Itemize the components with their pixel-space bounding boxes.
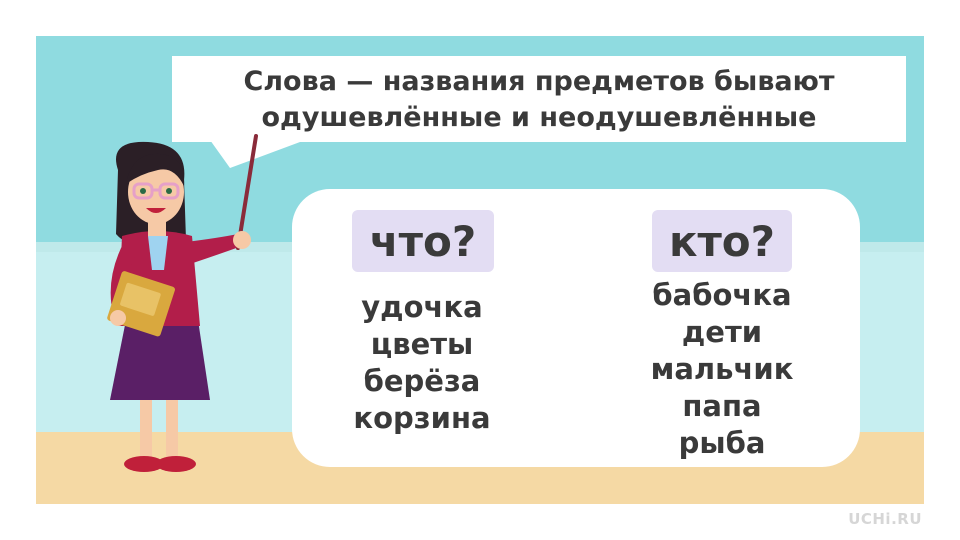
pointer-icon [236,134,258,250]
word-card: что? кто? удочка цветы берёза корзина ба… [292,189,860,467]
word-item: удочка [361,290,483,324]
word-item: дети [681,315,763,349]
speech-line-2: одушевлённые и неодушевлённые [261,102,817,133]
question-what: что? [352,210,494,272]
inanimate-word-list: удочка цветы берёза корзина [332,289,512,437]
question-who: кто? [652,210,792,272]
teacher-illustration [107,134,258,472]
speech-bubble: Слова — названия предметов бывают одушев… [172,56,906,142]
word-item: мальчик [650,352,794,386]
animate-word-list: бабочка дети мальчик папа рыба [622,277,822,462]
word-item: бабочка [652,278,792,312]
word-item: рыба [678,426,766,460]
speech-line-1: Слова — названия предметов бывают [243,66,835,97]
word-item: папа [682,389,762,423]
speech-text: Слова — названия предметов бывают одушев… [172,64,906,136]
word-item: цветы [370,327,474,361]
word-item: берёза [363,364,481,398]
brand-logo: UCHi.RU [848,510,922,528]
word-item: корзина [353,401,491,435]
